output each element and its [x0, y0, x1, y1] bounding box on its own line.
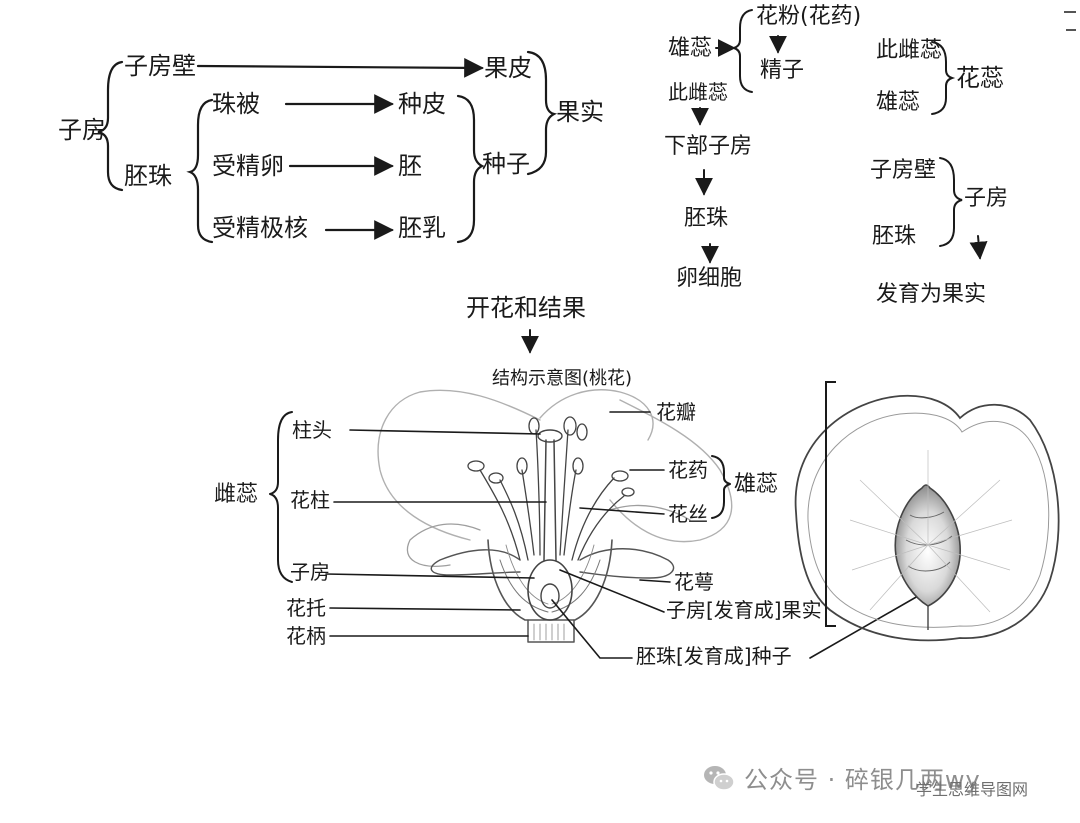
watermark: 公众号 · 碎银几两wy: [702, 760, 981, 795]
label-ovary: 子房: [58, 116, 106, 144]
stigma-shape: [537, 429, 563, 443]
pistil-style: [543, 439, 557, 561]
petal-left-lower: [406, 523, 481, 567]
label-egg: 卵细胞: [676, 266, 743, 291]
label-seed-coat: 种皮: [398, 90, 446, 118]
stamen-brace: [730, 9, 753, 93]
ovule-brace: [186, 98, 214, 244]
ovary-right-brace: [939, 157, 963, 247]
label-ovule-to-seed: 胚珠[发育成]种子: [636, 644, 792, 668]
label-stamen-flower: 雄蕊: [734, 472, 779, 497]
label-endosperm: 胚乳: [398, 214, 446, 242]
label-ovule: 胚珠: [124, 162, 172, 190]
label-pistil2: 此雌蕊: [876, 38, 943, 63]
leader-ovule-seed: [551, 599, 633, 659]
leader-receptacle: [329, 607, 521, 611]
label-develop-fruit: 发育为果实: [876, 282, 987, 307]
leader-seed-kernel: [809, 595, 919, 659]
flower-heading: 开花和结果: [466, 294, 586, 322]
arrow-ovary-to-fruit: [969, 235, 988, 260]
label-ovary-to-fruit: 子房[发育成]果实: [666, 598, 822, 622]
pistil-group-brace: [931, 41, 956, 115]
label-ovary-wall-tr: 子房壁: [870, 158, 937, 183]
label-seed: 种子: [482, 150, 530, 178]
sepal-right: [579, 548, 675, 579]
petal-back-top: [539, 389, 654, 441]
label-sperm: 精子: [760, 58, 805, 83]
label-ovary-wall: 子房壁: [124, 52, 196, 80]
label-pericarp: 果皮: [484, 54, 532, 82]
stamen-right-brace: [711, 455, 731, 519]
label-embryo: 胚: [398, 152, 422, 180]
label-lower-ovary: 下部子房: [664, 134, 753, 159]
label-sepal: 花萼: [674, 570, 714, 594]
peach-inner: [807, 412, 1050, 628]
label-stamen: 雄蕊: [668, 36, 713, 61]
flower-subheading: 结构示意图(桃花): [492, 368, 633, 389]
leader-ovary: [325, 573, 535, 579]
petal-right-lower: [609, 504, 691, 521]
label-receptacle: 花托: [286, 596, 326, 620]
watermark-sub: 学生思维导图网: [916, 780, 1029, 799]
pistil-brace: [269, 411, 293, 583]
arrow-ovary-wall-to-pericarp: [196, 57, 484, 78]
leader-sepal: [639, 579, 671, 583]
label-fruit: 果实: [556, 98, 604, 126]
corner-mark: [1064, 11, 1076, 31]
label-ovary-flower: 子房: [290, 560, 330, 584]
label-pistil: 此雌蕊: [668, 80, 728, 104]
label-ovule-tr: 胚珠: [684, 206, 729, 231]
label-pollen: 花粉(花药): [756, 4, 862, 29]
seed-brace: [456, 94, 485, 244]
pollination-map: [691, 9, 988, 264]
leader-stigma: [349, 429, 541, 435]
label-petal: 花瓣: [656, 400, 696, 424]
label-pistil-flower: 雌蕊: [214, 482, 259, 507]
label-filament: 花丝: [668, 502, 708, 526]
wechat-icon: [704, 765, 735, 791]
label-ovary-tr: 子房: [964, 186, 1009, 211]
peach-outline: [794, 394, 1060, 642]
peach-illustration: [794, 381, 1060, 642]
label-stigma: 柱头: [292, 418, 332, 442]
pedicel-shape: [527, 619, 575, 643]
label-style: 花柱: [290, 488, 330, 512]
leader-ovary-fruit: [559, 569, 665, 613]
petal-back-left: [377, 389, 541, 541]
petal-right: [609, 399, 733, 543]
label-ovule2: 胚珠: [872, 224, 917, 249]
label-stamen2: 雄蕊: [876, 90, 921, 115]
label-anther: 花药: [668, 458, 708, 482]
stamens: [467, 416, 635, 561]
ovary-development-map: [97, 50, 558, 244]
ovary-shape: [527, 559, 573, 621]
label-fertilized-polar: 受精极核: [212, 214, 308, 242]
leader-filament: [579, 507, 665, 515]
label-pedicel: 花柄: [286, 624, 326, 648]
label-integument: 珠被: [212, 90, 260, 118]
ovary-brace: [97, 60, 124, 192]
fruit-brace: [526, 50, 558, 176]
watermark-account: 公众号 · 碎银几两wy: [744, 766, 981, 794]
peach-bracket: [825, 381, 836, 627]
label-pistil-stamen-group: 花蕊: [956, 64, 1004, 92]
flower-illustration: [269, 329, 919, 659]
sepal-left: [430, 549, 521, 576]
ovule-shape: [540, 583, 560, 609]
label-fertilized-egg: 受精卵: [212, 152, 284, 180]
